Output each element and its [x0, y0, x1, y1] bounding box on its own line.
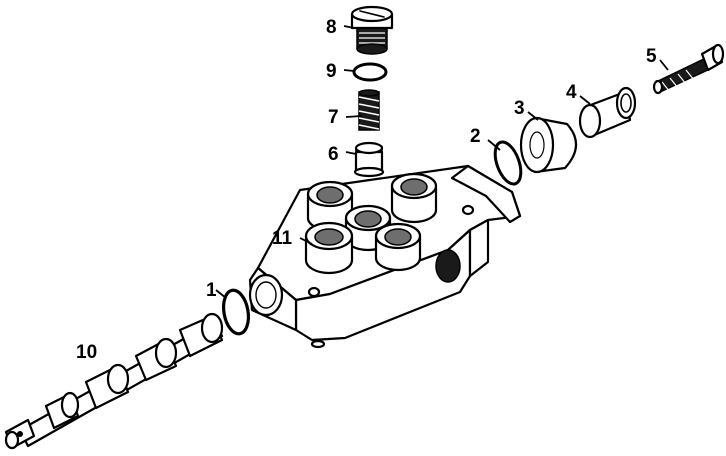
- spacer-part-3: [519, 116, 578, 174]
- valve-body-part-11: [248, 164, 522, 349]
- label-part-7: 7: [328, 107, 339, 128]
- port-boss-front-left: [304, 221, 354, 275]
- leader-lines: [215, 25, 669, 299]
- o-ring-part-2: [493, 140, 523, 186]
- port-boss-rear-right: [390, 172, 438, 224]
- cap-part-4: [578, 86, 637, 139]
- label-part-5: 5: [646, 46, 657, 67]
- plug-part-8: [350, 5, 394, 55]
- port-boss-front-right: [374, 222, 422, 272]
- o-ring-part-9: [352, 62, 388, 82]
- spool-part-10: [4, 312, 224, 450]
- o-ring-part-1: [221, 288, 251, 336]
- label-part-1: 1: [206, 280, 217, 301]
- spring-part-7: [358, 89, 380, 131]
- label-part-3: 3: [514, 98, 525, 119]
- port-boss-rear-left: [306, 180, 354, 232]
- label-part-11: 11: [272, 228, 293, 249]
- label-part-9: 9: [326, 61, 337, 82]
- label-part-4: 4: [566, 82, 577, 103]
- label-part-8: 8: [326, 17, 337, 38]
- label-part-2: 2: [470, 126, 481, 147]
- bolt-part-5: [652, 43, 725, 95]
- label-part-10: 10: [76, 342, 97, 363]
- poppet-part-6: [353, 141, 385, 178]
- label-part-6: 6: [328, 144, 339, 165]
